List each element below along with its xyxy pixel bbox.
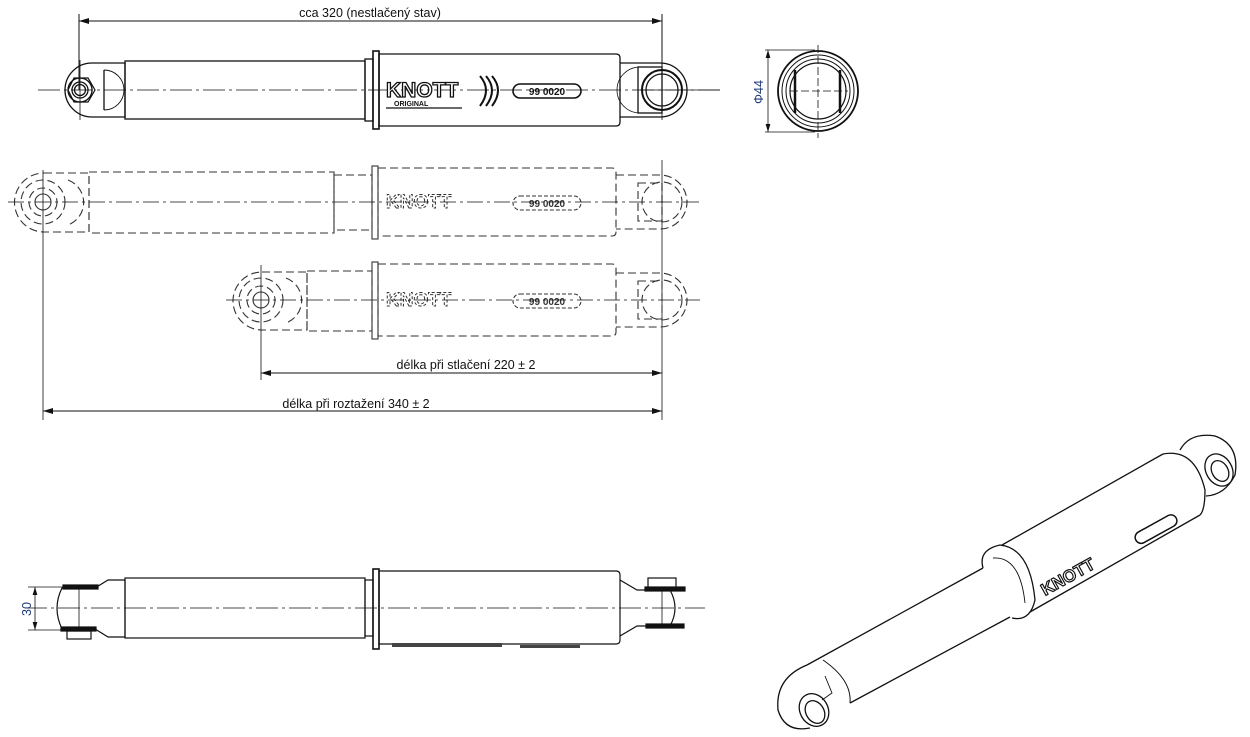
extended-centerlines [8, 160, 700, 420]
diameter-label: Φ44 [752, 80, 766, 104]
part-number-phantom: 99 0020 [529, 199, 566, 210]
compressed-phantom-view: KNOTT 99 0020 [232, 261, 688, 340]
original-text: ORIGINAL [394, 101, 429, 108]
compressed-length-label: délka při stlačení 220 ± 2 [397, 358, 536, 372]
side-view [25, 568, 705, 650]
part-number: 99 0020 [529, 87, 566, 98]
end-view [765, 45, 859, 138]
dim-top-length [78, 14, 663, 90]
knott-logo-compressed: KNOTT [386, 290, 452, 311]
knott-logo: KNOTT [386, 79, 458, 102]
extended-length-label: délka při roztažení 340 ± 2 [282, 397, 429, 411]
front-view: KNOTT ORIGINAL 99 0020 [38, 50, 720, 130]
compressed-centerlines [226, 265, 700, 380]
top-length-label: cca 320 (nestlačený stav) [299, 6, 441, 20]
knott-logo-iso: KNOTT [1038, 554, 1099, 599]
extended-phantom-view: KNOTT 99 0020 [14, 165, 688, 240]
isometric-view: KNOTT [777, 434, 1237, 730]
eye-width-label: 30 [20, 602, 34, 616]
knott-logo-phantom: KNOTT [386, 192, 452, 213]
part-number-compressed: 99 0020 [529, 297, 566, 308]
